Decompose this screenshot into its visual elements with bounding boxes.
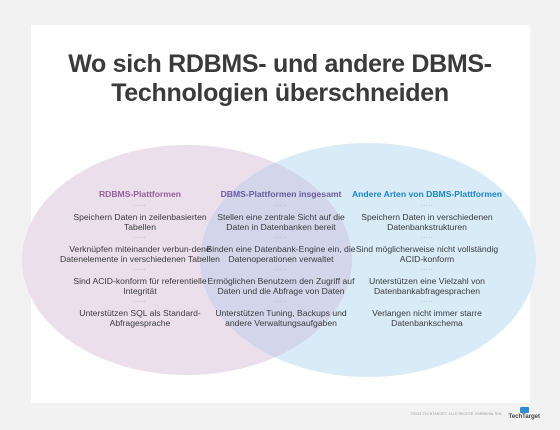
dbms-overall-item-2: Binden eine Datenbank-Engine ein, die Da…	[206, 243, 356, 265]
separator: ·····	[133, 266, 147, 273]
separator: ·····	[133, 234, 147, 241]
separator: ·····	[420, 202, 434, 209]
separator: ·····	[274, 266, 288, 273]
other-dbms-item-2: Sind möglicherweise nicht vollständig AC…	[355, 243, 499, 265]
other-dbms-column: Andere Arten von DBMS-Plattformen ····· …	[346, 189, 508, 329]
overlap-region	[200, 145, 352, 375]
brand-name: TechTarget	[508, 414, 540, 420]
separator: ·····	[133, 202, 147, 209]
footer: ©2023 TECHTARGET. ALLE RECHTE VORBEHALTE…	[411, 407, 540, 420]
brand-logo: TechTarget	[509, 407, 540, 420]
dbms-overall-item-1: Stellen eine zentrale Sicht auf die Date…	[217, 211, 345, 233]
diagram-title: Wo sich RDBMS- und andere DBMS- Technolo…	[0, 50, 560, 108]
separator: ·····	[420, 266, 434, 273]
dbms-overall-item-4: Unterstützen Tuning, Backups und andere …	[215, 307, 347, 329]
separator: ·····	[274, 202, 288, 209]
brand-mark-icon	[519, 407, 529, 413]
other-dbms-heading: Andere Arten von DBMS-Plattformen	[351, 189, 503, 199]
dbms-overall-item-3: Ermöglichen Benutzern den Zugriff auf Da…	[207, 275, 355, 297]
separator: ·····	[274, 234, 288, 241]
separator: ·····	[420, 298, 434, 305]
separator: ·····	[133, 298, 147, 305]
title-line-1: Wo sich RDBMS- und andere DBMS-	[68, 50, 492, 78]
separator: ·····	[274, 298, 288, 305]
rdbms-heading: RDBMS-Plattformen	[98, 189, 182, 199]
dbms-overall-column: DBMS-Plattformen insgesamt ····· Stellen…	[205, 189, 357, 329]
rdbms-column: RDBMS-Plattformen ····· Speichern Daten …	[60, 189, 220, 329]
other-dbms-item-3: Unterstützen eine Vielzahl von Datenbank…	[369, 275, 485, 297]
rdbms-item-2: Verknüpfen miteinander verbun-dene Daten…	[60, 243, 220, 265]
title-line-2: Technologien überschneiden	[111, 79, 449, 107]
rdbms-item-3: Sind ACID-konform für referentielle Inte…	[73, 275, 207, 297]
rdbms-item-4: Unterstützen SQL als Standard-Abfragespr…	[79, 307, 201, 329]
copyright-notice: ©2023 TECHTARGET. ALLE RECHTE VORBEHALTE…	[410, 411, 503, 416]
rdbms-item-1: Speichern Daten in zeilenbasierten Tabel…	[73, 211, 207, 233]
separator: ·····	[420, 234, 434, 241]
other-dbms-item-1: Speichern Daten in verschiedenen Datenba…	[361, 211, 493, 233]
other-dbms-item-4: Verlangen nicht immer starre Datenbanksc…	[372, 307, 482, 329]
dbms-overall-heading: DBMS-Plattformen insgesamt	[220, 189, 342, 199]
